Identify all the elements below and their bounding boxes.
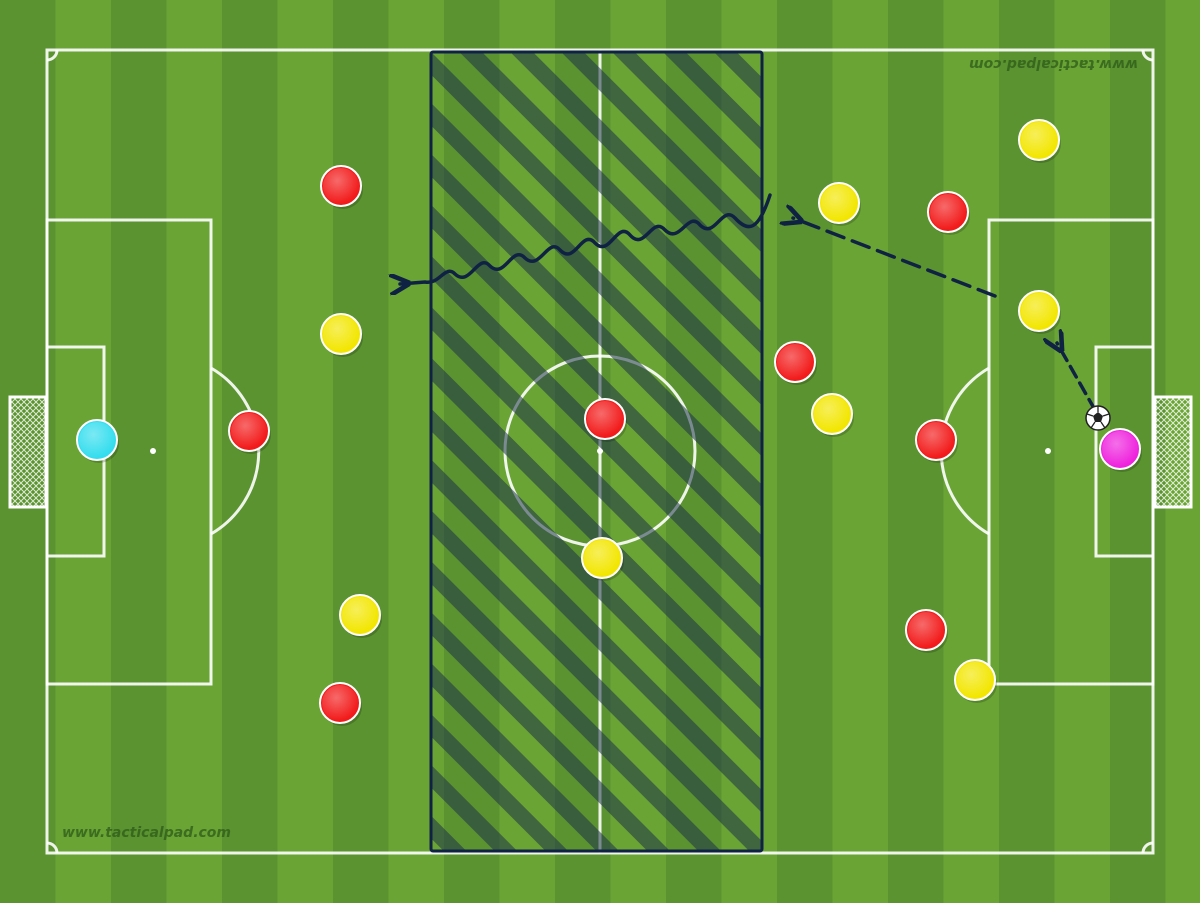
pass-arrow-short[interactable] <box>1057 343 1097 412</box>
player-shine <box>918 422 954 458</box>
player-yellow[interactable] <box>339 594 382 638</box>
player-shine <box>1021 293 1057 329</box>
player-red[interactable] <box>228 410 271 454</box>
player-shine <box>79 422 115 458</box>
player-shine <box>231 413 267 449</box>
goal-net-right-icon <box>1153 395 1193 509</box>
player-yellow[interactable] <box>818 182 861 226</box>
player-shine <box>1021 122 1057 158</box>
player-red[interactable] <box>320 165 363 209</box>
grass-stripe <box>333 0 389 903</box>
goal-net-left-icon <box>8 395 48 509</box>
player-red[interactable] <box>319 682 362 726</box>
watermark-bottom-left: www.tacticalpad.com <box>62 825 231 841</box>
player-shine <box>908 612 944 648</box>
central-zone-hatching <box>431 52 762 851</box>
player-yellow[interactable] <box>320 313 363 357</box>
central-zone-border <box>429 50 764 853</box>
pass-arrow-long[interactable] <box>793 218 997 298</box>
grass-stripe <box>166 0 223 903</box>
player-shine <box>587 401 623 437</box>
movement-arrows <box>400 193 1097 412</box>
player-yellow[interactable] <box>581 537 624 581</box>
player-yellow[interactable] <box>811 393 854 437</box>
player-shine <box>957 662 993 698</box>
player-shine <box>777 344 813 380</box>
corner-arc-bottom-left <box>46 841 59 854</box>
grass-stripe <box>277 0 334 903</box>
right-penalty-spot <box>1045 448 1051 454</box>
player-shine <box>821 185 857 221</box>
player-shine <box>323 316 359 352</box>
player-yellow[interactable] <box>954 659 997 703</box>
soccer-ball-icon[interactable] <box>1085 405 1111 431</box>
watermark-top-right: www.tacticalpad.com <box>969 56 1138 72</box>
left-penalty-spot <box>150 448 156 454</box>
goalkeeper-left[interactable] <box>76 419 119 463</box>
player-yellow[interactable] <box>1018 119 1061 163</box>
grass-stripe <box>832 0 889 903</box>
player-red[interactable] <box>905 609 948 653</box>
corner-arc-bottom-right <box>1141 841 1154 854</box>
left-penalty-arc <box>210 366 261 536</box>
player-shine <box>322 685 358 721</box>
grass-stripe <box>777 0 833 903</box>
player-red[interactable] <box>927 191 970 235</box>
player-red[interactable] <box>915 419 958 463</box>
player-shine <box>342 597 378 633</box>
goalkeeper-right[interactable] <box>1099 428 1142 472</box>
player-shine <box>814 396 850 432</box>
central-zone[interactable] <box>429 50 764 853</box>
player-red[interactable] <box>774 341 817 385</box>
right-six-yard-box <box>1094 345 1155 558</box>
corner-arc-top-left <box>46 49 59 62</box>
players-layer <box>76 119 1142 726</box>
player-shine <box>1102 431 1138 467</box>
player-shine <box>323 168 359 204</box>
player-shine <box>930 194 966 230</box>
corner-arc-top-right <box>1141 49 1154 62</box>
player-red[interactable] <box>584 398 627 442</box>
grass-stripe <box>111 0 167 903</box>
dribble-run-arrow[interactable] <box>400 193 772 284</box>
player-shine <box>584 540 620 576</box>
player-yellow[interactable] <box>1018 290 1061 334</box>
